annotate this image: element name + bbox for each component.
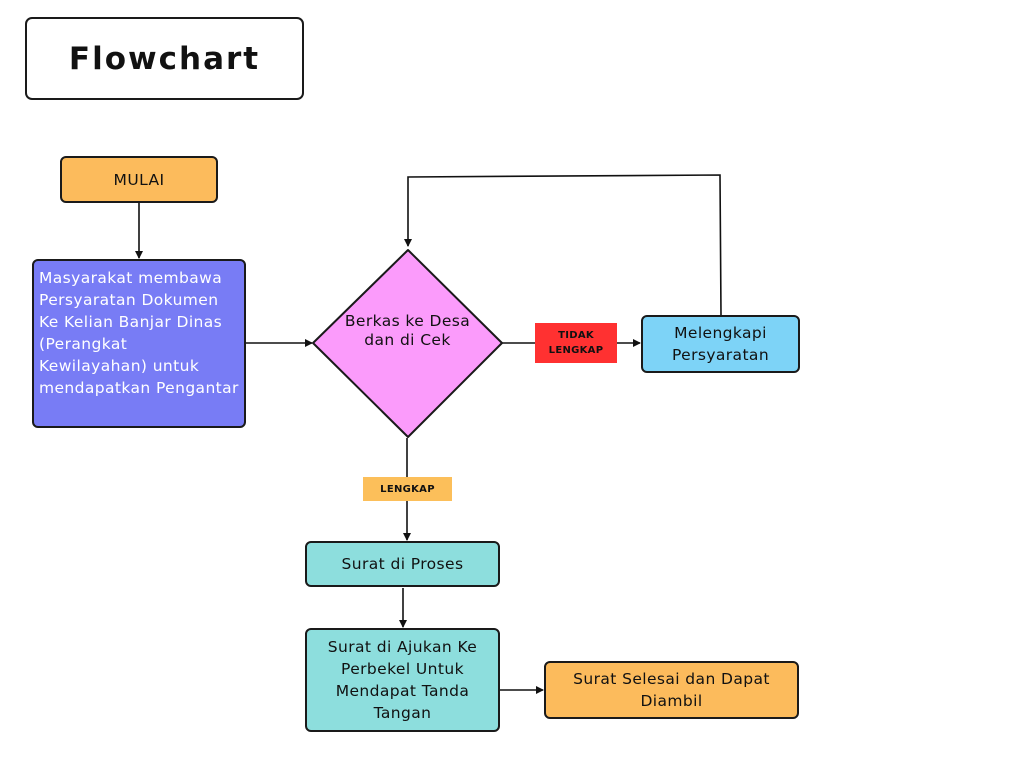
submit-for-signature-node: Surat di Ajukan Ke Perbekel Untuk Mendap… [305,628,500,732]
submit-documents-node: Masyarakat membawa Persyaratan Dokumen K… [32,259,246,428]
flowchart-title: Flowchart [25,17,304,100]
finished-node: Surat Selesai dan Dapat Diambil [544,661,799,719]
complete-requirements-node: Melengkapi Persyaratan [641,315,800,373]
incomplete-label: TIDAK LENGKAP [535,323,617,363]
decision-diamond [312,249,503,438]
arrow-loop-back-to-decision [404,174,722,316]
decision-label: Berkas ke Desa dan di Cek [344,312,471,349]
complete-label: LENGKAP [363,477,452,501]
letter-processed-node: Surat di Proses [305,541,500,587]
start-node: MULAI [60,156,218,203]
